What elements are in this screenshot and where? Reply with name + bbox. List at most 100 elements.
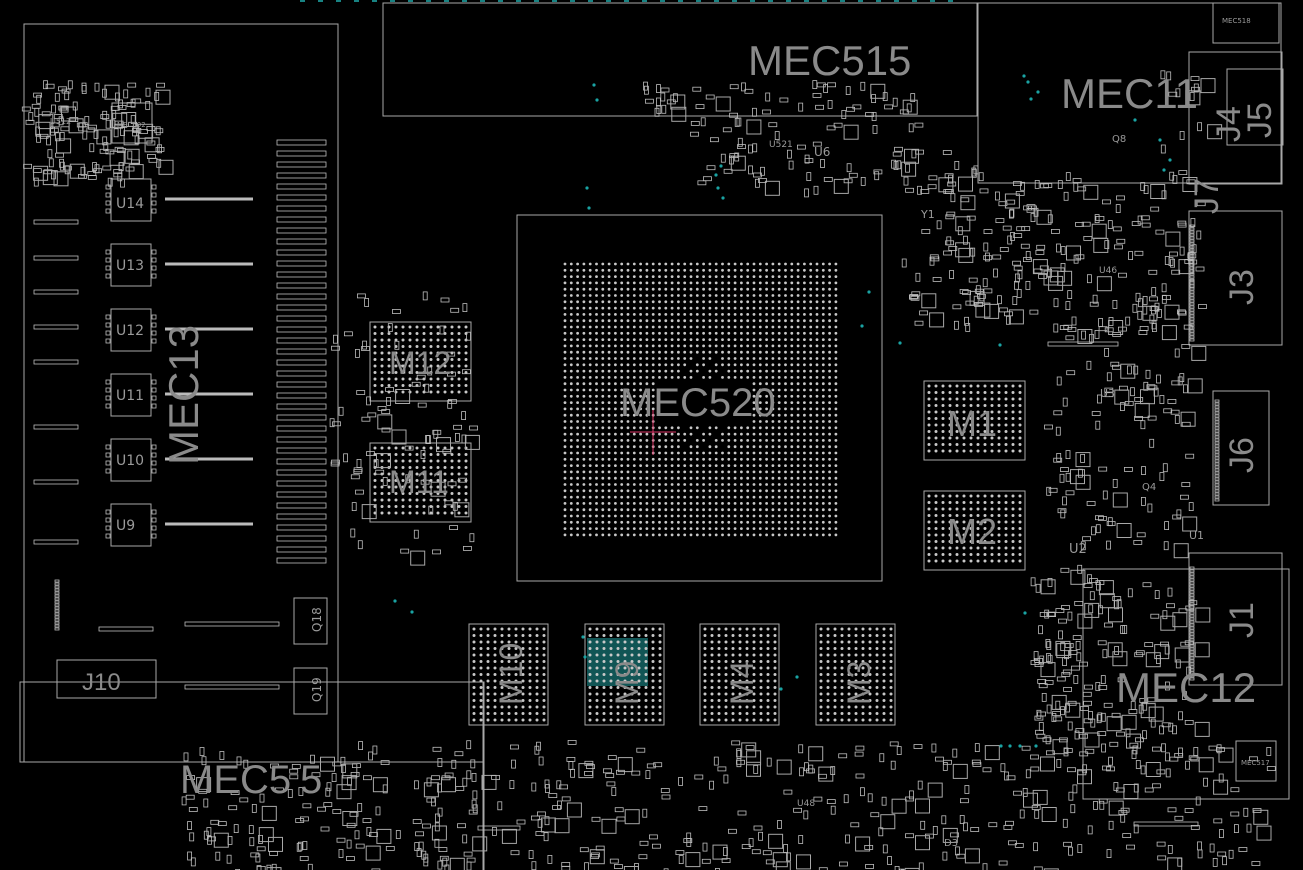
- bga-ball: [651, 533, 655, 537]
- smd-pad: [1056, 452, 1062, 462]
- bga-ball: [677, 319, 680, 323]
- smd-pad: [466, 861, 472, 870]
- bga-ball: [710, 692, 714, 696]
- bga-ball: [821, 338, 825, 341]
- bga-ball: [759, 647, 763, 650]
- bga-ball: [595, 388, 598, 392]
- bga-ball: [563, 344, 567, 348]
- bga-ball: [614, 426, 617, 430]
- bga-ball: [630, 634, 634, 637]
- bga-ball: [727, 306, 731, 310]
- bga-ball: [759, 712, 763, 715]
- bga-ball: [758, 401, 762, 404]
- bga-ball: [784, 331, 787, 335]
- ic-pin: [151, 468, 157, 474]
- bga-ball: [828, 495, 831, 499]
- bga-ball: [828, 382, 831, 386]
- bga-ball: [528, 699, 532, 702]
- smd-pad: [547, 855, 553, 864]
- bga-ball: [815, 527, 819, 530]
- small-ic: [1218, 747, 1234, 763]
- bga-ball: [607, 325, 611, 329]
- bga-ball: [582, 464, 586, 467]
- bga-ball: [766, 640, 770, 644]
- small-ic: [927, 782, 943, 798]
- smd-pad: [1060, 509, 1066, 519]
- bga-ball: [588, 275, 592, 278]
- bga-ball: [607, 306, 611, 310]
- smd-pad: [715, 868, 720, 870]
- smd-pad: [1119, 385, 1128, 391]
- smd-pad: [1157, 855, 1167, 861]
- bga-ball: [784, 495, 787, 499]
- bga-ball: [639, 426, 642, 430]
- bga-ball: [563, 394, 567, 398]
- bga-ball: [721, 489, 724, 493]
- bga-ball: [639, 338, 642, 341]
- bga-ball: [626, 376, 630, 379]
- label-u11: U11: [116, 388, 144, 404]
- bga-ball: [708, 376, 712, 379]
- bga-ball: [733, 281, 737, 285]
- smd-pad: [983, 255, 993, 261]
- bga-ball: [752, 508, 756, 512]
- bga-ball: [380, 358, 384, 361]
- connector-pin: [1189, 614, 1195, 618]
- bga-ball: [630, 718, 634, 722]
- smd-pad: [1056, 759, 1062, 768]
- bga-ball: [639, 350, 642, 354]
- bga-ball: [815, 275, 819, 278]
- bga-ball: [394, 358, 398, 361]
- bga-ball: [601, 514, 605, 518]
- smd-pad: [47, 149, 53, 159]
- bga-ball: [790, 357, 794, 360]
- smd-pad: [154, 92, 160, 101]
- bga-ball: [626, 344, 630, 348]
- ic-pin: [105, 314, 111, 320]
- bga-ball: [620, 376, 624, 379]
- smd-pad: [538, 756, 544, 766]
- smd-pad: [1217, 851, 1227, 857]
- bga-ball: [833, 640, 837, 644]
- smd-pad: [860, 787, 865, 797]
- bga-ball: [714, 262, 718, 266]
- smd-pad: [1108, 820, 1114, 830]
- ic-pin: [105, 379, 111, 385]
- bga-ball: [436, 446, 440, 450]
- bga-ball: [819, 647, 823, 650]
- bga-ball: [962, 417, 966, 420]
- smd-pad: [1047, 578, 1053, 587]
- bga-ball: [703, 712, 707, 715]
- bga-ball: [710, 679, 714, 683]
- smd-pad: [355, 489, 364, 495]
- bga-ball: [486, 634, 490, 637]
- bga-ball: [803, 489, 806, 493]
- bga-ball: [563, 281, 567, 285]
- bga-ball: [450, 332, 454, 335]
- smd-pad: [694, 774, 704, 780]
- bga-ball: [576, 300, 579, 304]
- smd-pad: [105, 119, 111, 129]
- label-mec517: MEC517: [1241, 759, 1270, 767]
- bga-ball: [614, 357, 617, 360]
- bga-ball: [616, 699, 620, 702]
- bga-ball: [1011, 553, 1015, 556]
- smd-pad: [1098, 318, 1103, 327]
- bga-ball: [833, 666, 837, 670]
- smd-pad: [466, 331, 471, 341]
- bga-ball: [500, 692, 504, 696]
- smd-pad: [997, 295, 1002, 305]
- bga-ball: [759, 692, 763, 696]
- bga-ball: [569, 502, 573, 505]
- smd-pad: [1162, 463, 1168, 473]
- ic-pin: [105, 403, 111, 409]
- smd-pad: [470, 759, 476, 769]
- smd-pad: [1019, 809, 1025, 819]
- bga-ball: [651, 325, 655, 329]
- small-ic: [901, 161, 917, 177]
- bga-ball: [708, 520, 712, 524]
- bga-ball: [941, 443, 945, 446]
- smd-pad: [1099, 800, 1105, 810]
- bga-ball: [493, 673, 497, 676]
- connector-pin: [1214, 465, 1220, 469]
